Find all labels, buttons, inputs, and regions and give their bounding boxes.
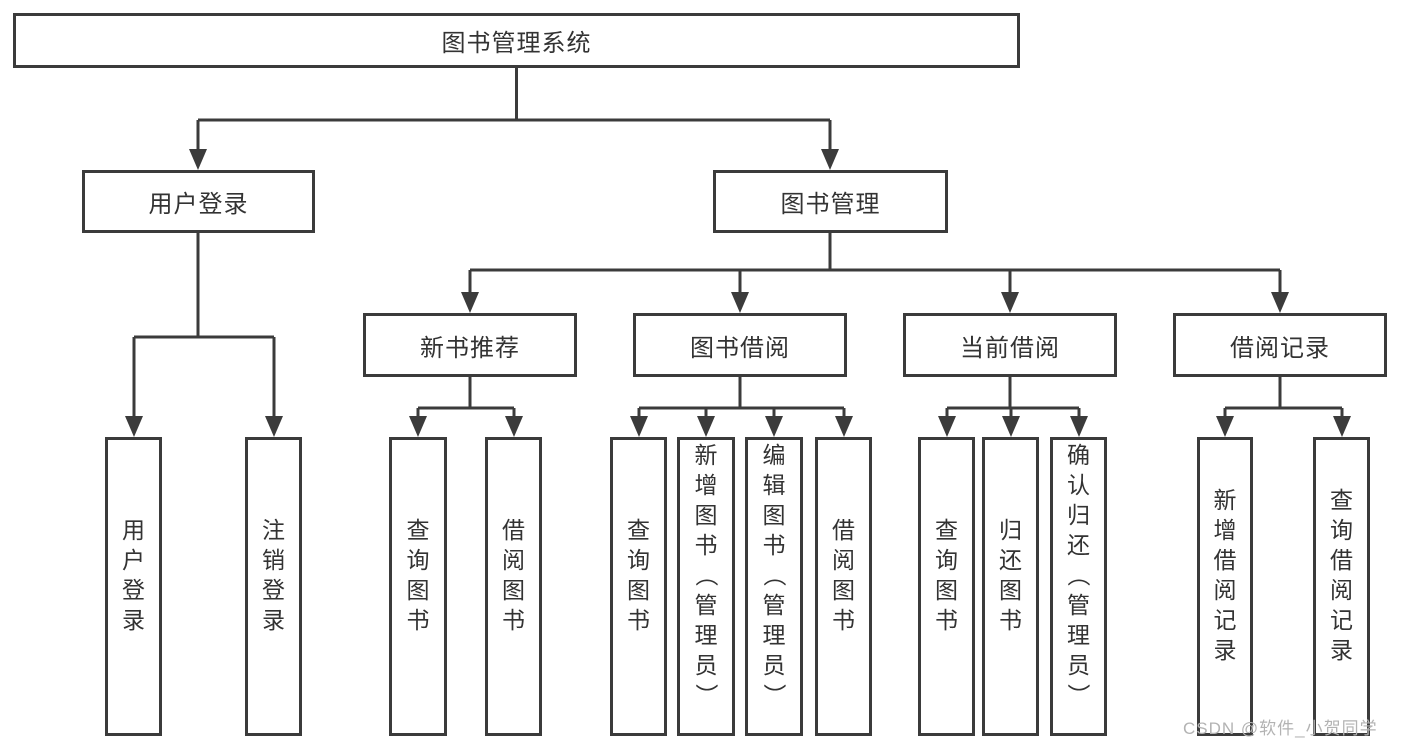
node-label: 查询图书 (935, 516, 958, 633)
connector-login-to-children (132, 233, 276, 419)
node-borrowing-records: 借阅记录 (1173, 313, 1387, 377)
leaf-add-borrow-record: 新增借阅记录 (1197, 437, 1253, 736)
leaf-borrow-books-recommend: 借阅图书 (485, 437, 542, 736)
node-label: 查询图书 (627, 516, 650, 633)
node-label: 确认归还（管理员） (1065, 441, 1092, 707)
leaf-user-login: 用户登录 (105, 437, 162, 736)
leaf-edit-book-admin: 编辑图书（管理员） (745, 437, 803, 736)
connector-current-to-children (945, 377, 1081, 419)
node-label: 新增图书（管理员） (693, 441, 719, 707)
connector-manage-to-groups (468, 233, 1282, 295)
connector-records-to-children (1223, 377, 1344, 419)
leaf-add-book-admin: 新增图书（管理员） (677, 437, 735, 736)
node-label: 查询图书 (406, 516, 430, 633)
node-label: 新书推荐 (420, 334, 520, 362)
arrowheads (125, 149, 1351, 437)
leaf-query-books-current: 查询图书 (918, 437, 975, 736)
node-label: 借阅图书 (502, 516, 525, 633)
node-book-management-branch: 图书管理 (713, 170, 948, 233)
node-label: 归还图书 (999, 516, 1022, 633)
node-label: 注销登录 (262, 516, 285, 633)
node-new-book-recommend: 新书推荐 (363, 313, 577, 377)
node-current-borrowing: 当前借阅 (903, 313, 1117, 377)
connector-root-to-level2 (196, 68, 832, 152)
watermark: CSDN @软件_小贺同学 (1183, 719, 1378, 738)
leaf-query-books-recommend: 查询图书 (389, 437, 447, 736)
node-label: 新增借阅记录 (1213, 486, 1237, 663)
leaf-borrow-books: 借阅图书 (815, 437, 872, 736)
leaf-query-borrow-record: 查询借阅记录 (1313, 437, 1370, 736)
node-label: 查询借阅记录 (1330, 486, 1353, 663)
node-label: 当前借阅 (960, 334, 1060, 362)
node-label: 图书管理 (780, 191, 881, 218)
leaf-logout: 注销登录 (245, 437, 302, 736)
leaf-return-book: 归还图书 (982, 437, 1039, 736)
leaf-confirm-return-admin: 确认归还（管理员） (1050, 437, 1107, 736)
node-book-borrowing: 图书借阅 (633, 313, 847, 377)
node-label: 借阅图书 (832, 516, 855, 633)
node-label: 图书借阅 (690, 334, 790, 362)
node-label: 图书管理系统 (441, 30, 592, 57)
node-library-management-system: 图书管理系统 (13, 13, 1020, 68)
connector-borrow-to-children (637, 377, 846, 419)
node-label: 借阅记录 (1230, 334, 1330, 362)
node-label: 编辑图书（管理员） (761, 441, 787, 707)
connector-recommend-to-children (416, 377, 516, 419)
node-label: 用户登录 (122, 516, 145, 633)
leaf-query-books-borrowing: 查询图书 (610, 437, 667, 736)
node-user-login-branch: 用户登录 (82, 170, 315, 233)
node-label: 用户登录 (148, 191, 249, 218)
